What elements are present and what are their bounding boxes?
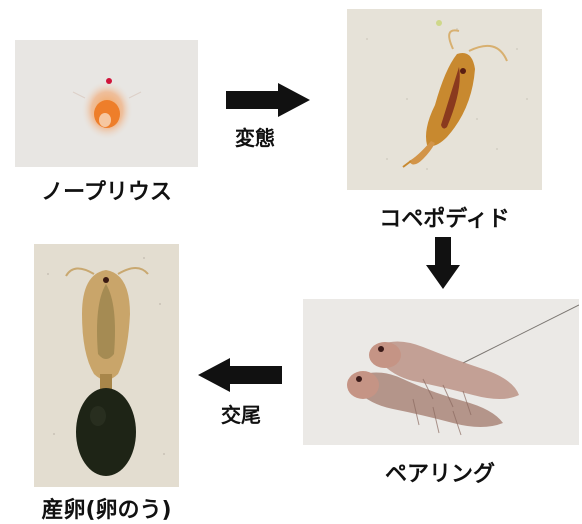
pairing-photo (303, 299, 579, 445)
arrow-down-icon (426, 237, 460, 289)
stage-label-pairing: ペアリング (330, 456, 550, 488)
nauplius-photo (15, 40, 198, 167)
stage-label-nauplius: ノープリウス (15, 174, 198, 206)
spawning-photo (34, 244, 179, 487)
transition-label-metamorphosis: 変態 (235, 122, 275, 151)
arrow-left-icon (198, 358, 282, 392)
copepodid-photo (347, 9, 542, 190)
stage-label-copepodid: コペポディド (347, 201, 542, 233)
stage-label-spawning: 産卵(卵のう) (4, 492, 209, 524)
transition-label-mating: 交尾 (221, 399, 261, 428)
arrow-right-icon (226, 83, 310, 117)
